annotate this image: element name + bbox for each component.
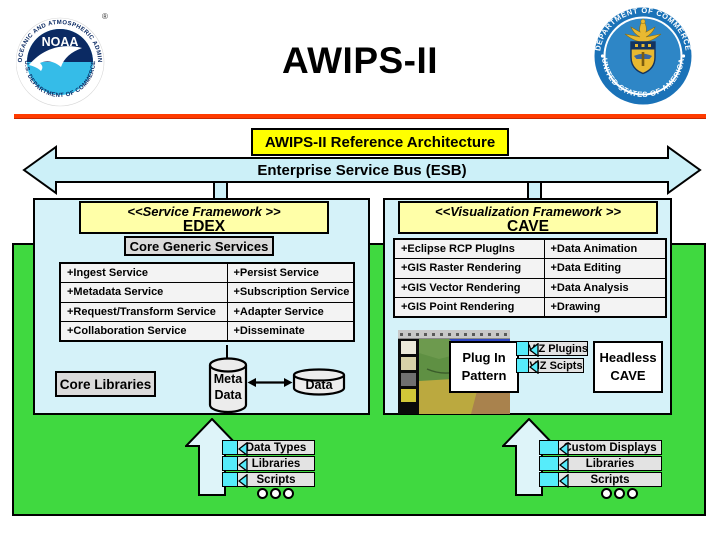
shield-icon: [630, 41, 656, 75]
chevron-left-icon: [238, 441, 248, 456]
ellipsis-dot: [270, 488, 281, 499]
database-icon: [292, 368, 346, 396]
service-item: +Collaboration Service: [59, 321, 228, 342]
edex-name: EDEX: [182, 218, 226, 235]
feature-item: +GIS Raster Rendering: [393, 258, 545, 279]
feature-item: +Eclipse RCP PlugIns: [393, 238, 545, 259]
plugin-pattern-line1: Plug In: [462, 350, 506, 366]
feature-item: +Data Editing: [543, 258, 667, 279]
noaa-wordmark: NOAA: [42, 35, 79, 49]
esb-arrow: [22, 145, 702, 195]
tag-connector: [222, 472, 237, 487]
tag-scripts-right: Scripts: [539, 472, 662, 488]
reference-architecture-title: AWIPS-II Reference Architecture: [251, 128, 509, 156]
sidebar-thumbnail: [401, 341, 416, 354]
noaa-logo: NOAA NATIONAL OCEANIC AND ATMOSPHERIC AD…: [16, 6, 108, 107]
metadata-label-line1: Meta: [213, 372, 243, 386]
header-divider-line: [14, 114, 706, 119]
tag-label: Libraries: [585, 457, 635, 470]
feature-item: +GIS Vector Rendering: [393, 277, 545, 298]
headless-line1: Headless: [599, 350, 657, 366]
table-to-metadata-line: [226, 345, 228, 358]
screenshot-sidebar: [398, 339, 419, 414]
database-icon: [208, 357, 248, 414]
viz-plugins-tag: VIZ Plugins: [516, 341, 588, 357]
esb-connector-cave: [527, 183, 542, 200]
ellipsis-dot: [627, 488, 638, 499]
commerce-seal: DEPARTMENT OF COMMERCE UNITED STATES OF …: [593, 6, 692, 105]
plugin-pattern-box: Plug In Pattern: [449, 341, 519, 393]
service-item: +Metadata Service: [59, 282, 228, 303]
chevron-left-icon: [559, 473, 569, 488]
screenshot-titlebar: [398, 330, 510, 339]
data-label: Data: [305, 378, 333, 392]
registered-mark: ®: [102, 12, 108, 21]
chevron-left-icon: [238, 457, 248, 472]
tag-connector: [516, 358, 528, 373]
feature-item: +GIS Point Rendering: [393, 297, 545, 318]
chevron-left-icon: [529, 342, 539, 357]
metadata-label-line2: Data: [214, 387, 242, 402]
cave-features-table: +Eclipse RCP PlugIns +Data Animation +GI…: [393, 238, 667, 318]
service-item: +Subscription Service: [226, 282, 355, 303]
tag-label: VIZ Scipts: [529, 359, 583, 372]
tag-connector: [516, 341, 528, 356]
service-item: +Request/Transform Service: [59, 301, 228, 322]
core-generic-services-box: Core Generic Services: [124, 236, 274, 256]
service-item: +Persist Service: [226, 262, 355, 283]
chevron-left-icon: [559, 441, 569, 456]
eagle-icon: [624, 19, 662, 43]
ellipsis-dot: [601, 488, 612, 499]
metadata-data-link-arrow: [247, 378, 293, 387]
tag-connector: [222, 456, 237, 471]
ellipsis-dot: [257, 488, 268, 499]
headless-cave-box: Headless CAVE: [593, 341, 663, 393]
tag-label: Libraries: [251, 457, 301, 470]
service-item: +Ingest Service: [59, 262, 228, 283]
tag-label: Scripts: [256, 473, 296, 486]
tag-connector: [539, 456, 558, 471]
viz-scripts-tag: VIZ Scipts: [516, 358, 584, 374]
plugin-pattern-line2: Pattern: [461, 368, 507, 383]
chevron-left-icon: [238, 473, 248, 488]
tag-label: Custom Displays: [563, 441, 657, 454]
chevron-left-icon: [529, 359, 539, 374]
sidebar-thumbnail: [401, 373, 416, 386]
service-item: +Adapter Service: [226, 301, 355, 322]
tag-connector: [222, 440, 237, 455]
ellipsis-dot: [283, 488, 294, 499]
esb-label: Enterprise Service Bus (ESB): [257, 161, 467, 179]
tag-connector: [539, 440, 558, 455]
ellipsis-dot: [614, 488, 625, 499]
feature-item: +Data Analysis: [543, 277, 667, 298]
sidebar-thumbnail: [401, 389, 416, 402]
core-libraries-box: Core Libraries: [55, 371, 156, 397]
page-title: AWIPS-II: [281, 40, 439, 81]
tag-scripts-left: Scripts: [222, 472, 315, 488]
headless-line2: CAVE: [610, 368, 646, 383]
service-item: +Disseminate: [226, 321, 355, 342]
edex-services-table: +Ingest Service +Persist Service +Metada…: [59, 262, 355, 342]
esb-connector-edex: [213, 183, 228, 200]
tag-label: VIZ Plugins: [528, 342, 588, 355]
tag-custom-displays: Custom Displays: [539, 440, 662, 456]
tag-libraries-right: Libraries: [539, 456, 662, 472]
tag-data-types: Data Types: [222, 440, 315, 456]
tag-libraries-left: Libraries: [222, 456, 315, 472]
edex-header: <<Service Framework >> EDEX: [79, 201, 329, 234]
tag-connector: [539, 472, 558, 487]
tag-label: Scripts: [590, 473, 630, 486]
chevron-left-icon: [559, 457, 569, 472]
cave-name: CAVE: [507, 218, 549, 235]
cave-header: <<Visualization Framework >> CAVE: [398, 201, 658, 234]
edex-stereotype: <<Service Framework >>: [127, 204, 281, 219]
metadata-cylinder: Meta Data: [208, 356, 248, 414]
feature-item: +Data Animation: [543, 238, 667, 259]
sidebar-thumbnail: [401, 357, 416, 370]
tag-label: Data Types: [245, 441, 307, 454]
feature-item: +Drawing: [543, 297, 667, 318]
data-cylinder: Data: [292, 368, 346, 397]
cave-stereotype: <<Visualization Framework >>: [435, 204, 621, 219]
